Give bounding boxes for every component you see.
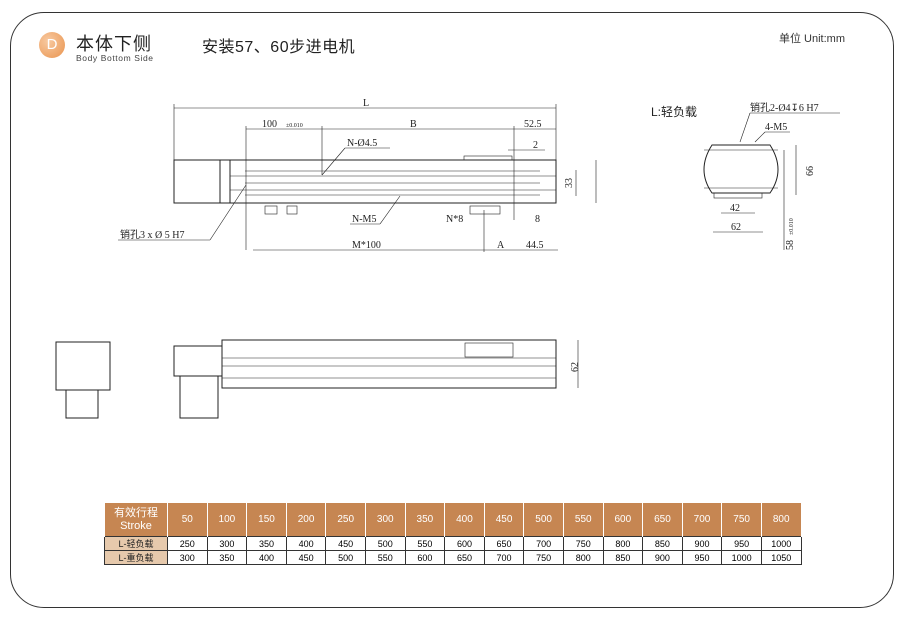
stroke-cell: 750 <box>721 503 762 537</box>
length-cell: 900 <box>642 550 683 565</box>
stroke-cell: 300 <box>364 503 406 537</box>
length-cell: 700 <box>523 536 564 551</box>
length-cell: 1000 <box>760 536 802 551</box>
length-cell: 700 <box>483 550 525 565</box>
svg-text:±0.010: ±0.010 <box>286 123 303 129</box>
svg-text:N-Ø4.5: N-Ø4.5 <box>347 138 377 149</box>
length-cell: 300 <box>206 536 248 551</box>
length-cell: 550 <box>404 536 446 551</box>
stroke-cell: 550 <box>562 503 604 537</box>
length-cell: 550 <box>364 550 406 565</box>
side-view: 62 <box>55 339 581 419</box>
svg-text:N*8: N*8 <box>446 214 463 225</box>
length-cell: 350 <box>246 536 287 551</box>
svg-text:L: L <box>363 98 369 109</box>
row-label: L-轻负载 <box>104 536 168 551</box>
svg-text:2: 2 <box>533 140 538 151</box>
length-cell: 850 <box>642 536 683 551</box>
stroke-cell: 200 <box>285 503 327 537</box>
svg-text:A: A <box>497 240 505 251</box>
length-cell: 750 <box>523 550 564 565</box>
length-cell: 950 <box>681 550 723 565</box>
stroke-cell: 400 <box>444 503 485 537</box>
stroke-cell: 250 <box>325 503 366 537</box>
svg-text:销孔2-Ø4↧6 H7: 销孔2-Ø4↧6 H7 <box>750 101 819 114</box>
length-cell: 650 <box>483 536 525 551</box>
page-frame <box>10 12 894 608</box>
svg-text:N-M5: N-M5 <box>352 214 376 225</box>
length-cell: 800 <box>562 550 604 565</box>
end-view: L:轻负载 销孔2-Ø4↧6 H7 4-M5 66 42 62 58 ±0.01… <box>651 101 840 250</box>
svg-text:62: 62 <box>570 362 581 372</box>
length-cell: 950 <box>721 536 762 551</box>
svg-text:4-M5: 4-M5 <box>765 122 787 133</box>
length-cell: 1050 <box>760 550 802 565</box>
length-cell: 450 <box>325 536 366 551</box>
length-cell: 450 <box>285 550 327 565</box>
svg-text:62: 62 <box>731 222 741 233</box>
svg-text:B: B <box>410 119 417 130</box>
length-cell: 900 <box>681 536 723 551</box>
length-cell: 500 <box>325 550 366 565</box>
stroke-cell: 450 <box>483 503 525 537</box>
top-view: L 100 ±0.010 B 52.5 N-Ø4.5 2 33 N-M5 N*8… <box>118 98 597 252</box>
svg-text:M*100: M*100 <box>352 240 381 251</box>
length-cell: 750 <box>562 536 604 551</box>
length-cell: 1000 <box>721 550 762 565</box>
row-label: L-重负载 <box>104 550 168 565</box>
stroke-cell: 100 <box>206 503 248 537</box>
length-cell: 400 <box>285 536 327 551</box>
stroke-cell: 800 <box>760 503 802 537</box>
svg-text:42: 42 <box>730 203 740 214</box>
length-cell: 300 <box>167 550 208 565</box>
svg-text:52.5: 52.5 <box>524 119 542 130</box>
stroke-cell: 500 <box>523 503 564 537</box>
stroke-cell: 50 <box>167 503 208 537</box>
section-title: 本体下侧 <box>76 34 152 54</box>
svg-text:100: 100 <box>262 119 277 130</box>
stroke-cell: 650 <box>642 503 683 537</box>
unit-label: 单位 Unit:mm <box>779 33 845 45</box>
stroke-cell: 600 <box>602 503 644 537</box>
svg-text:8: 8 <box>535 214 540 225</box>
length-cell: 400 <box>246 550 287 565</box>
stroke-cell: 350 <box>404 503 446 537</box>
length-cell: 850 <box>602 550 644 565</box>
svg-text:66: 66 <box>805 166 816 176</box>
svg-text:销孔3 x Ø 5 H7: 销孔3 x Ø 5 H7 <box>120 228 184 241</box>
section-subtitle: Body Bottom Side <box>76 53 154 63</box>
svg-text:L:轻负载: L:轻负载 <box>651 105 697 119</box>
length-cell: 600 <box>404 550 446 565</box>
length-cell: 650 <box>444 550 485 565</box>
section-badge: D <box>39 32 65 58</box>
length-cell: 250 <box>167 536 208 551</box>
page-title: 安装57、60步进电机 <box>202 39 356 56</box>
length-cell: 350 <box>206 550 248 565</box>
length-cell: 600 <box>444 536 485 551</box>
svg-text:44.5: 44.5 <box>526 240 544 251</box>
svg-text:58: 58 <box>785 240 796 250</box>
length-cell: 800 <box>602 536 644 551</box>
stroke-cell: 700 <box>681 503 723 537</box>
svg-text:33: 33 <box>564 178 575 188</box>
length-cell: 500 <box>364 536 406 551</box>
svg-text:±0.010: ±0.010 <box>789 218 795 235</box>
stroke-cell: 150 <box>246 503 287 537</box>
